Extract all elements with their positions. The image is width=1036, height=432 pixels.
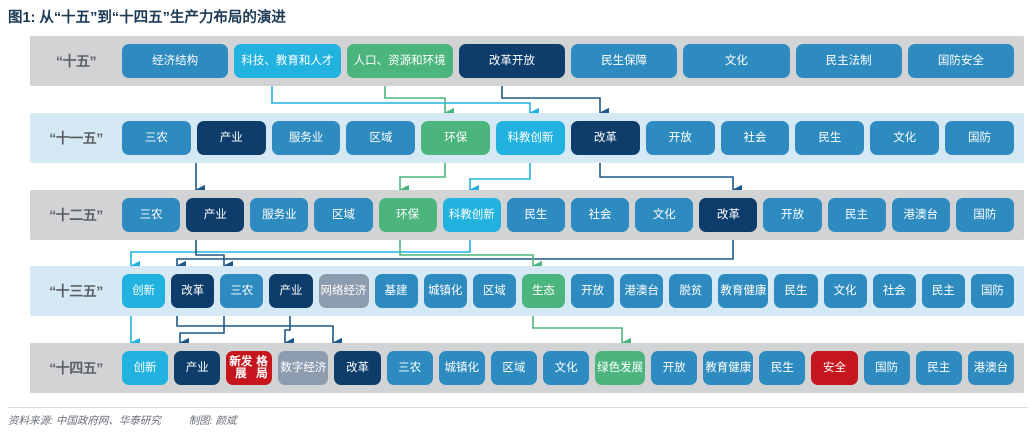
pill-区域[interactable]: 区域 bbox=[490, 351, 537, 385]
footer-source: 资料来源: 中国政府网、华泰研究 bbox=[8, 415, 161, 427]
pill-创新[interactable]: 创新 bbox=[122, 274, 166, 308]
pill-服务业[interactable]: 服务业 bbox=[250, 198, 309, 232]
pill-民生保障[interactable]: 民生保障 bbox=[571, 44, 678, 78]
pill-生态[interactable]: 生态 bbox=[521, 274, 565, 308]
pill-国防安全[interactable]: 国防安全 bbox=[907, 44, 1014, 78]
row-label-shiyiwu: “十一五” bbox=[49, 130, 103, 146]
footer-credit: 制图: 颜斌 bbox=[188, 415, 237, 427]
pill-三农[interactable]: 三农 bbox=[122, 198, 181, 232]
pill-环保[interactable]: 环保 bbox=[378, 198, 437, 232]
pill-社会[interactable]: 社会 bbox=[872, 274, 916, 308]
pill-三农[interactable]: 三农 bbox=[220, 274, 264, 308]
pill-港澳台[interactable]: 港澳台 bbox=[620, 274, 664, 308]
row-label-shiwu: “十五” bbox=[56, 53, 97, 69]
pill-教育健康[interactable]: 教育健康 bbox=[703, 351, 754, 385]
pill-文化[interactable]: 文化 bbox=[823, 274, 867, 308]
pill-三农[interactable]: 三农 bbox=[386, 351, 433, 385]
row-pills-shierwu: 三农产业服务业区域环保科教创新民生社会文化改革开放民主港澳台国防 bbox=[122, 197, 1024, 233]
pill-新发展格局[interactable]: 新发展格局 bbox=[226, 351, 273, 385]
pill-产业[interactable]: 产业 bbox=[196, 121, 266, 155]
pill-改革[interactable]: 改革 bbox=[334, 351, 381, 385]
pill-开放[interactable]: 开放 bbox=[645, 121, 715, 155]
pill-国防[interactable]: 国防 bbox=[863, 351, 910, 385]
pill-改革开放[interactable]: 改革开放 bbox=[458, 44, 565, 78]
pill-产业[interactable]: 产业 bbox=[269, 274, 313, 308]
pill-民生[interactable]: 民生 bbox=[506, 198, 565, 232]
pill-民生[interactable]: 民生 bbox=[774, 274, 818, 308]
pill-区域[interactable]: 区域 bbox=[314, 198, 373, 232]
pill-开放[interactable]: 开放 bbox=[651, 351, 698, 385]
pill-人口、资源和环境[interactable]: 人口、资源和环境 bbox=[346, 44, 453, 78]
pill-网络经济[interactable]: 网络经济 bbox=[318, 274, 369, 308]
pill-脱贫[interactable]: 脱贫 bbox=[669, 274, 713, 308]
pill-开放[interactable]: 开放 bbox=[571, 274, 615, 308]
pill-文化[interactable]: 文化 bbox=[870, 121, 940, 155]
row-pills-shiyiwu: 三农产业服务业区域环保科教创新改革开放社会民生文化国防 bbox=[122, 120, 1024, 156]
row-shisiwu: “十四五” 创新产业新发展格局数字经济改革三农城镇化区域文化绿色发展开放教育健康… bbox=[30, 343, 1024, 393]
page-title: 图1: 从“十五”到“十四五”生产力布局的演进 bbox=[8, 10, 286, 26]
row-pills-shiwu: 经济结构科技、教育和人才人口、资源和环境改革开放民生保障文化民主法制国防安全 bbox=[122, 43, 1024, 79]
pill-三农[interactable]: 三农 bbox=[122, 121, 191, 155]
pill-国防[interactable]: 国防 bbox=[945, 121, 1014, 155]
pill-创新[interactable]: 创新 bbox=[122, 351, 169, 385]
diagram-canvas: “十五” 经济结构科技、教育和人才人口、资源和环境改革开放民生保障文化民主法制国… bbox=[0, 30, 1036, 400]
connector-layer bbox=[129, 86, 742, 349]
row-pills-shisanwu: 创新改革三农产业网络经济基建城镇化区域生态开放港澳台脱贫教育健康民生文化社会民主… bbox=[122, 273, 1024, 309]
pill-科教创新[interactable]: 科教创新 bbox=[442, 198, 501, 232]
pill-文化[interactable]: 文化 bbox=[683, 44, 790, 78]
pill-科技、教育和人才[interactable]: 科技、教育和人才 bbox=[234, 44, 341, 78]
row-shiwu: “十五” 经济结构科技、教育和人才人口、资源和环境改革开放民生保障文化民主法制国… bbox=[30, 36, 1024, 86]
pill-民生[interactable]: 民生 bbox=[795, 121, 865, 155]
pill-国防[interactable]: 国防 bbox=[955, 198, 1014, 232]
pill-国防[interactable]: 国防 bbox=[970, 274, 1014, 308]
pill-开放[interactable]: 开放 bbox=[763, 198, 822, 232]
pill-教育健康[interactable]: 教育健康 bbox=[718, 274, 769, 308]
pill-环保[interactable]: 环保 bbox=[421, 121, 491, 155]
pill-民主[interactable]: 民主 bbox=[827, 198, 886, 232]
pill-区域[interactable]: 区域 bbox=[472, 274, 516, 308]
row-label-shisanwu: “十三五” bbox=[49, 283, 103, 299]
pill-文化[interactable]: 文化 bbox=[542, 351, 590, 385]
pill-城镇化[interactable]: 城镇化 bbox=[423, 274, 467, 308]
pill-民主[interactable]: 民主 bbox=[921, 274, 965, 308]
row-shisanwu: “十三五” 创新改革三农产业网络经济基建城镇化区域生态开放港澳台脱贫教育健康民生… bbox=[30, 266, 1024, 316]
pill-基建[interactable]: 基建 bbox=[374, 274, 418, 308]
row-shierwu: “十二五” 三农产业服务业区域环保科教创新民生社会文化改革开放民主港澳台国防 bbox=[30, 190, 1024, 240]
pill-改革[interactable]: 改革 bbox=[171, 274, 215, 308]
pill-文化[interactable]: 文化 bbox=[635, 198, 694, 232]
row-label-shierwu: “十二五” bbox=[49, 207, 103, 223]
pill-服务业[interactable]: 服务业 bbox=[271, 121, 341, 155]
pill-经济结构[interactable]: 经济结构 bbox=[122, 44, 229, 78]
pill-改革[interactable]: 改革 bbox=[699, 198, 758, 232]
row-shiyiwu: “十一五” 三农产业服务业区域环保科教创新改革开放社会民生文化国防 bbox=[30, 113, 1024, 163]
pill-民主法制[interactable]: 民主法制 bbox=[795, 44, 902, 78]
pill-数字经济[interactable]: 数字经济 bbox=[278, 351, 329, 385]
row-pills-shisiwu: 创新产业新发展格局数字经济改革三农城镇化区域文化绿色发展开放教育健康民生安全国防… bbox=[122, 350, 1024, 386]
row-label-shisiwu: “十四五” bbox=[49, 360, 103, 376]
pill-社会[interactable]: 社会 bbox=[570, 198, 630, 232]
pill-改革[interactable]: 改革 bbox=[570, 121, 640, 155]
pill-绿色发展[interactable]: 绿色发展 bbox=[595, 351, 646, 385]
pill-城镇化[interactable]: 城镇化 bbox=[438, 351, 485, 385]
pill-社会[interactable]: 社会 bbox=[720, 121, 790, 155]
pill-港澳台[interactable]: 港澳台 bbox=[967, 351, 1014, 385]
pill-民生[interactable]: 民生 bbox=[759, 351, 806, 385]
pill-产业[interactable]: 产业 bbox=[174, 351, 221, 385]
pill-产业[interactable]: 产业 bbox=[186, 198, 245, 232]
pill-安全[interactable]: 安全 bbox=[811, 351, 858, 385]
pill-民主[interactable]: 民主 bbox=[915, 351, 962, 385]
footer: 资料来源: 中国政府网、华泰研究 制图: 颜斌 bbox=[8, 407, 1028, 428]
pill-区域[interactable]: 区域 bbox=[346, 121, 416, 155]
pill-科教创新[interactable]: 科教创新 bbox=[496, 121, 565, 155]
pill-港澳台[interactable]: 港澳台 bbox=[891, 198, 950, 232]
